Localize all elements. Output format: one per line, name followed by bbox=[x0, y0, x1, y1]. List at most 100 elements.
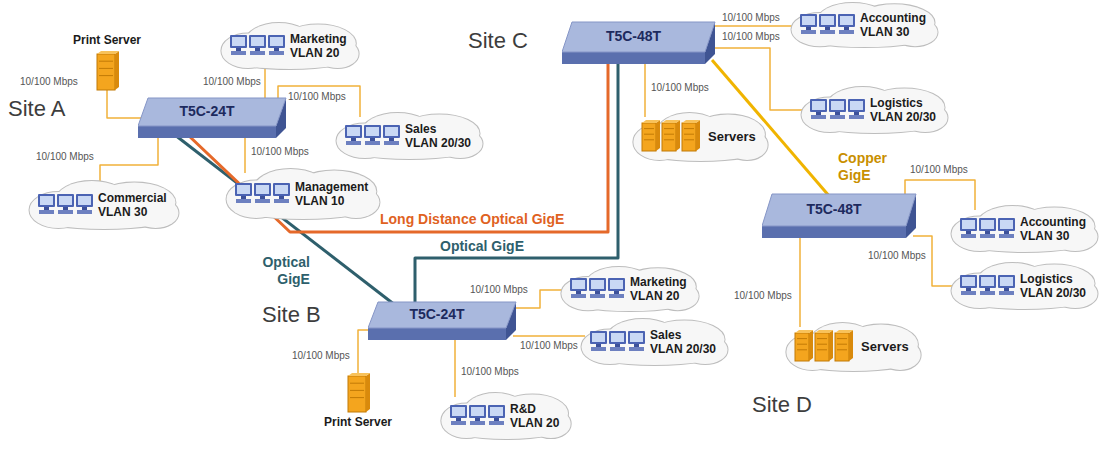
monitor-body bbox=[76, 194, 93, 207]
monitor-body bbox=[364, 125, 381, 138]
monitor-screen bbox=[1000, 220, 1013, 229]
monitor-screen bbox=[850, 101, 863, 110]
access-link bbox=[712, 48, 805, 110]
network-switch: T5C-48T bbox=[562, 20, 717, 66]
speed-label: 10/100 Mbps bbox=[734, 290, 792, 302]
gigabit-link bbox=[175, 135, 395, 305]
site-region: Site DAccounting VLAN 30T5C-48TLogistics… bbox=[725, 236, 1107, 451]
switch-label: T5C-48T bbox=[762, 192, 906, 226]
site-ellipse bbox=[250, 282, 720, 456]
monitor-base bbox=[77, 210, 92, 214]
server-slot bbox=[684, 139, 694, 140]
monitor-body bbox=[609, 331, 626, 344]
vlan-cloud: Accounting VLAN 30 bbox=[950, 205, 1099, 253]
cloud-label: Logistics VLAN 20/30 bbox=[870, 96, 937, 124]
server-slot bbox=[837, 338, 847, 339]
monitor-base bbox=[365, 141, 380, 145]
server-slot bbox=[664, 139, 674, 140]
print-server-icon bbox=[92, 48, 122, 92]
monitor-screen bbox=[591, 280, 604, 289]
monitor-stand bbox=[236, 48, 241, 51]
monitor-stand bbox=[475, 418, 480, 421]
server-tower bbox=[97, 54, 115, 90]
speed-label: 10/100 Mbps bbox=[36, 151, 94, 163]
monitor-base bbox=[980, 291, 995, 295]
server-slot bbox=[684, 134, 694, 135]
monitor-stand bbox=[835, 112, 840, 115]
server-side bbox=[849, 330, 853, 361]
monitor-stand bbox=[966, 231, 971, 234]
monitor-base bbox=[590, 294, 605, 298]
monitor-stand bbox=[44, 207, 49, 210]
monitor-body bbox=[810, 99, 827, 112]
monitor-body bbox=[254, 183, 271, 196]
server-slot bbox=[644, 134, 654, 135]
monitor-base bbox=[346, 141, 361, 145]
monitor-base bbox=[609, 294, 624, 298]
access-link bbox=[712, 25, 795, 27]
monitor-stand bbox=[985, 288, 990, 291]
monitor-body bbox=[960, 275, 977, 288]
access-link bbox=[644, 61, 646, 117]
monitor-base bbox=[961, 291, 976, 295]
server-side bbox=[809, 330, 813, 361]
monitor-stand bbox=[966, 288, 971, 291]
vlan-cloud: Management VLAN 10 bbox=[225, 168, 381, 220]
server-slot bbox=[350, 390, 364, 391]
access-link bbox=[454, 337, 456, 397]
monitor-body bbox=[800, 14, 817, 27]
vlan-cloud: Servers bbox=[632, 112, 769, 162]
monitor-body bbox=[383, 125, 400, 138]
vlan-cloud: Marketing VLAN 20 bbox=[560, 266, 700, 312]
monitor-body bbox=[960, 218, 977, 231]
monitor-stand bbox=[854, 112, 859, 115]
monitor-body bbox=[608, 278, 625, 291]
monitor-base bbox=[236, 199, 251, 203]
monitor-body bbox=[590, 331, 607, 344]
monitor-screen bbox=[1000, 277, 1013, 286]
monitor-screen bbox=[251, 37, 264, 46]
link-label: Optical GigE bbox=[262, 254, 310, 288]
server-slot bbox=[797, 349, 807, 350]
monitor-base bbox=[820, 30, 835, 34]
monitor-base bbox=[830, 115, 845, 119]
monitor-stand bbox=[825, 27, 830, 30]
monitor-screen bbox=[981, 220, 994, 229]
network-switch: T5C-24T bbox=[138, 96, 288, 140]
monitor-stand bbox=[456, 418, 461, 421]
monitor-base bbox=[274, 199, 289, 203]
server-slot bbox=[664, 134, 674, 135]
network-switch: T5C-24T bbox=[368, 300, 518, 342]
monitor-body bbox=[249, 35, 266, 48]
server-slot bbox=[797, 344, 807, 345]
server-top bbox=[682, 120, 700, 123]
monitor-stand bbox=[844, 27, 849, 30]
monitor-base bbox=[269, 51, 284, 55]
site-label: Site B bbox=[262, 302, 321, 328]
server-tower bbox=[795, 333, 809, 361]
access-link bbox=[244, 135, 246, 173]
switch-label: T5C-24T bbox=[368, 300, 506, 328]
monitor-body bbox=[230, 35, 247, 48]
monitor-screen bbox=[630, 333, 643, 342]
monitor-body bbox=[979, 218, 996, 231]
server-top bbox=[815, 330, 833, 333]
monitor-stand bbox=[82, 207, 87, 210]
monitor-screen bbox=[59, 196, 72, 205]
cloud-label: Servers bbox=[861, 340, 909, 354]
monitor-body bbox=[838, 14, 855, 27]
monitor-body bbox=[998, 275, 1015, 288]
server-top bbox=[642, 120, 660, 123]
site-label: Site A bbox=[8, 96, 65, 122]
cloud-label: Accounting VLAN 30 bbox=[860, 11, 926, 39]
monitor-screen bbox=[232, 37, 245, 46]
speed-label: 10/100 Mbps bbox=[461, 366, 519, 378]
monitor-screen bbox=[347, 127, 360, 136]
server-slot bbox=[99, 61, 113, 62]
print-server-icon bbox=[343, 370, 373, 414]
switch-front bbox=[138, 126, 276, 138]
monitor-body bbox=[488, 405, 505, 418]
cloud-label: Logistics VLAN 20/30 bbox=[1020, 272, 1087, 300]
monitor-body bbox=[235, 183, 252, 196]
switch-label: T5C-24T bbox=[138, 96, 276, 126]
